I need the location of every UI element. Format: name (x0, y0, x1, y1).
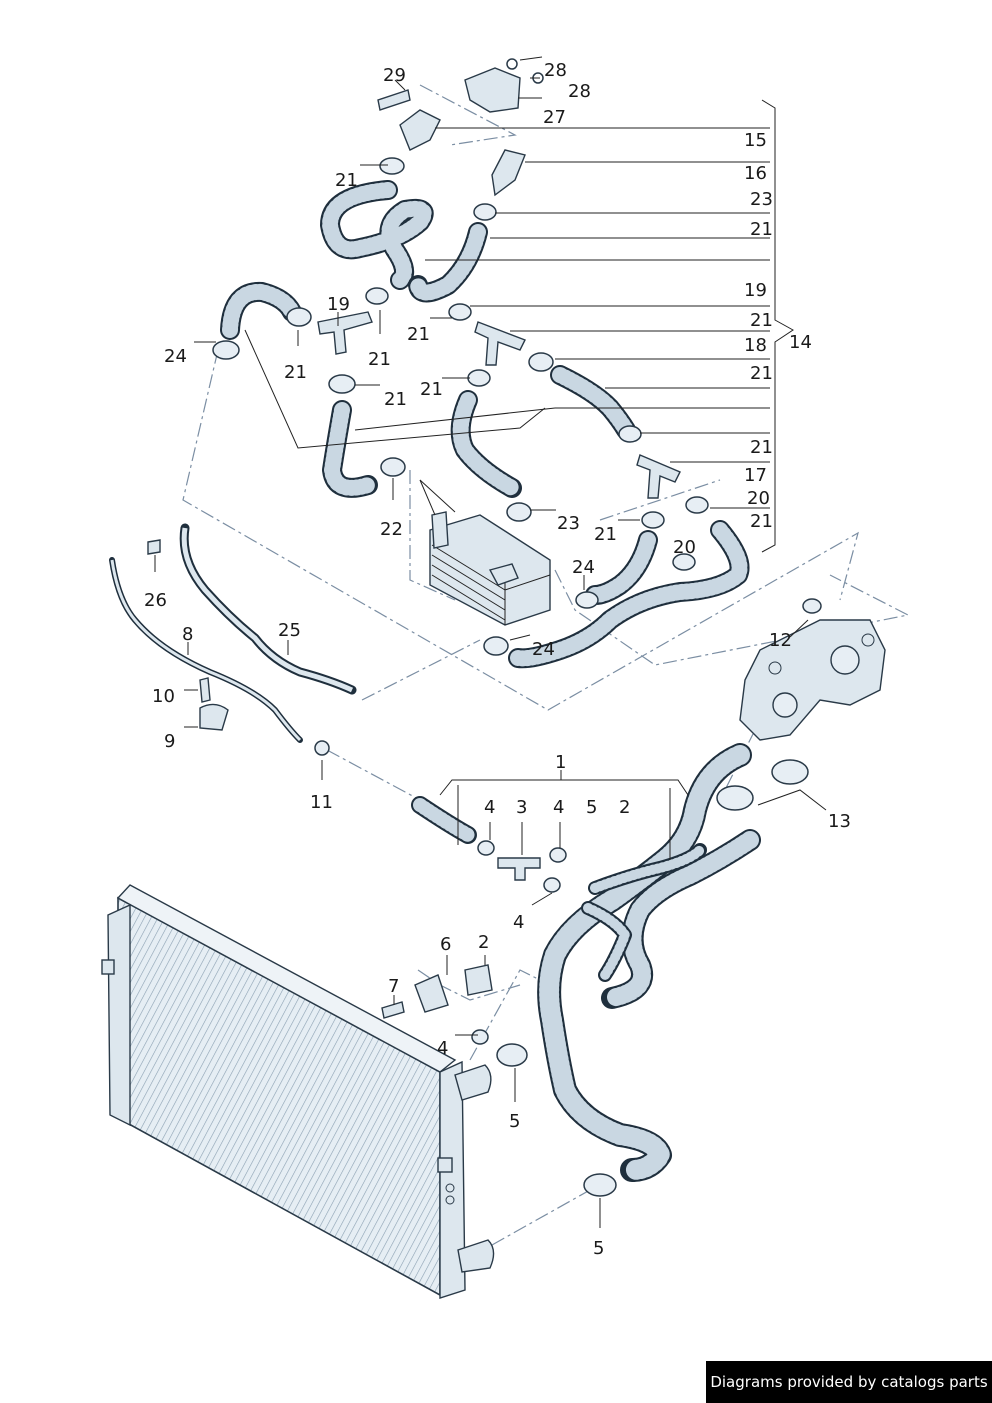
callout-21: 21 (750, 310, 773, 331)
credit-banner: Diagrams provided by catalogs parts (706, 1361, 992, 1403)
callout-3: 3 (516, 797, 527, 818)
callout-21: 21 (750, 511, 773, 532)
callout-15: 15 (744, 130, 767, 151)
callout-21: 21 (750, 437, 773, 458)
callout-22: 22 (380, 519, 403, 540)
callout-21: 21 (384, 389, 407, 410)
callout-11: 11 (310, 792, 333, 813)
callout-5: 5 (509, 1111, 520, 1132)
callout-21: 21 (407, 324, 430, 345)
leader-lines (154, 56, 827, 1228)
callout-6: 6 (440, 934, 451, 955)
coolant-hoses (109, 180, 761, 1182)
callout-24: 24 (532, 639, 555, 660)
callout-28: 28 (544, 60, 567, 81)
callout-7: 7 (388, 976, 399, 997)
callout-21: 21 (335, 170, 358, 191)
callout-2: 2 (619, 797, 630, 818)
hose-clamps (212, 157, 822, 1197)
parts (147, 58, 886, 1197)
callout-10: 10 (152, 686, 175, 707)
callout-20: 20 (747, 488, 770, 509)
callout-28: 28 (568, 81, 591, 102)
callout-labels: 29 28 28 27 15 16 23 21 19 21 18 21 21 1… (144, 60, 851, 1259)
callout-12: 12 (769, 630, 792, 651)
callout-4: 4 (437, 1038, 448, 1059)
radiator (101, 884, 495, 1299)
callout-21: 21 (594, 524, 617, 545)
callout-17: 17 (744, 465, 767, 486)
callout-9: 9 (164, 731, 175, 752)
callout-27: 27 (543, 107, 566, 128)
callout-21: 21 (284, 362, 307, 383)
thermostat-housing (739, 619, 886, 741)
callout-2: 2 (478, 932, 489, 953)
callout-20: 20 (673, 537, 696, 558)
callout-16: 16 (744, 163, 767, 184)
callout-23: 23 (750, 189, 773, 210)
callout-19: 19 (744, 280, 767, 301)
callout-21: 21 (750, 219, 773, 240)
callout-5: 5 (586, 797, 597, 818)
callout-18: 18 (744, 335, 767, 356)
callout-4: 4 (553, 797, 564, 818)
callout-4: 4 (513, 912, 524, 933)
callout-21: 21 (750, 363, 773, 384)
callout-4: 4 (484, 797, 495, 818)
callout-26: 26 (144, 590, 167, 611)
callout-29: 29 (383, 65, 406, 86)
callout-8: 8 (182, 624, 193, 645)
callout-13: 13 (828, 811, 851, 832)
callout-21: 21 (368, 349, 391, 370)
callout-24: 24 (572, 557, 595, 578)
callout-19: 19 (327, 294, 350, 315)
callout-1: 1 (555, 752, 566, 773)
callout-5: 5 (593, 1238, 604, 1259)
callout-25: 25 (278, 620, 301, 641)
callout-21: 21 (420, 379, 443, 400)
callout-23: 23 (557, 513, 580, 534)
callout-24: 24 (164, 346, 187, 367)
callout-14: 14 (789, 332, 812, 353)
oil-cooler (429, 511, 551, 626)
